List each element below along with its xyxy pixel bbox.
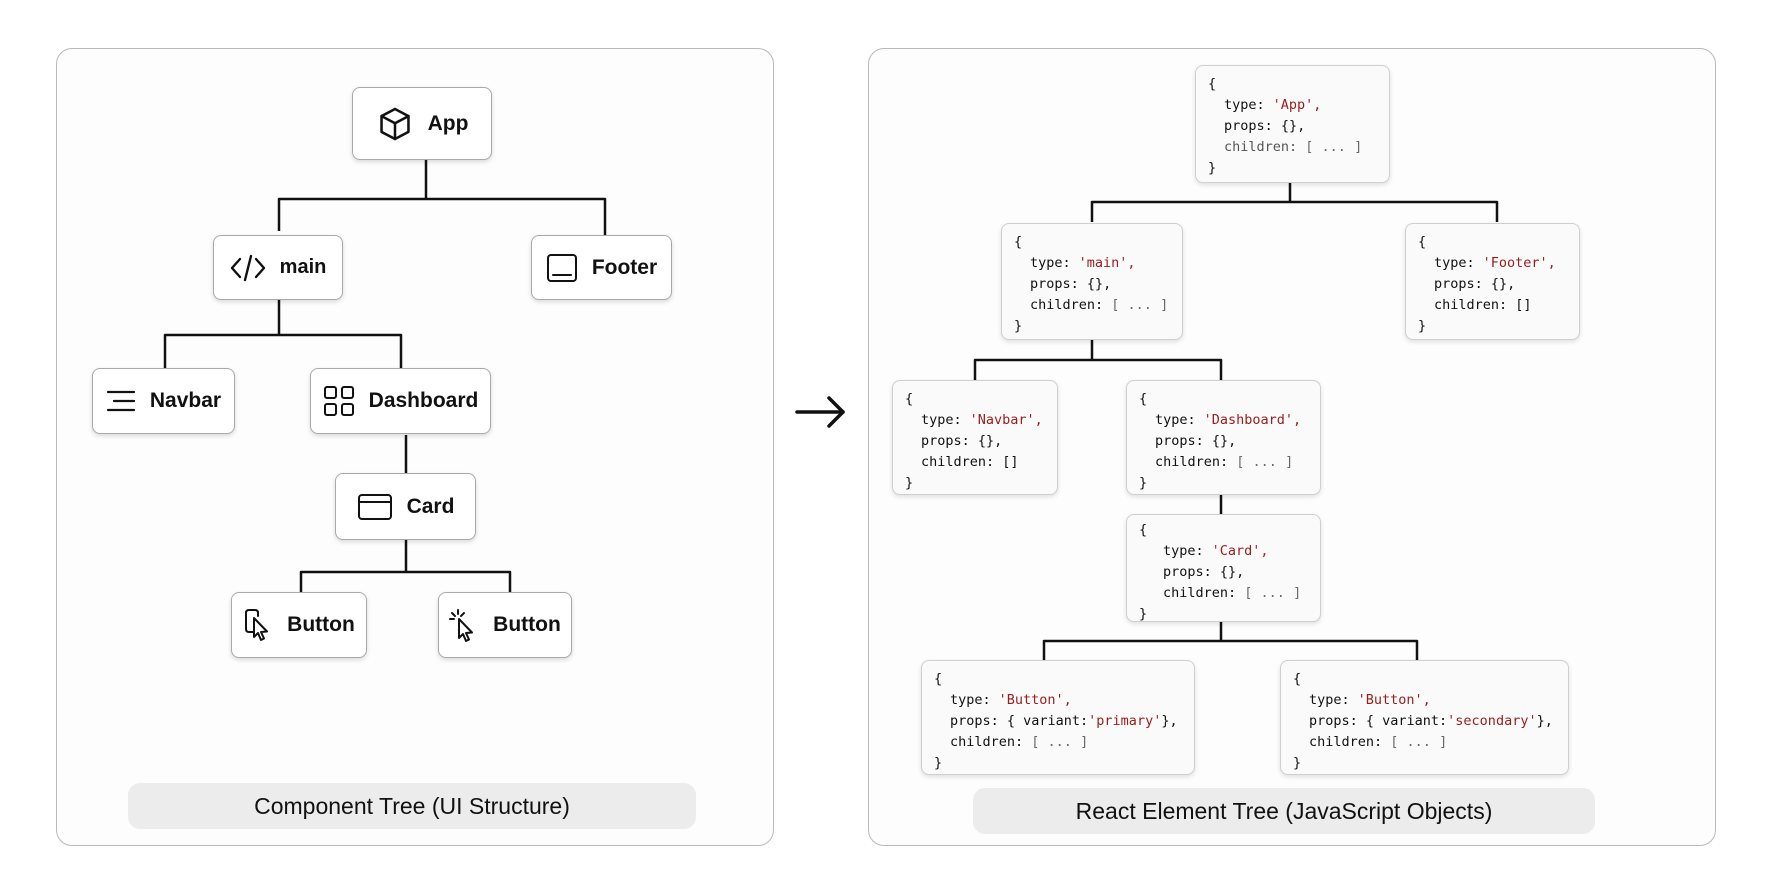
object-type-value: 'Navbar', xyxy=(969,412,1043,428)
element-object-main: { type:'main', props: {}, children: [ ... ]… xyxy=(1001,223,1183,340)
component-label-button-secondary: Button xyxy=(493,613,561,636)
window-icon xyxy=(546,253,578,283)
object-brace-open: { xyxy=(1139,391,1148,407)
object-type-line: type:'Button', xyxy=(950,692,1072,708)
component-label-dashboard: Dashboard xyxy=(368,389,479,412)
element-object-card: { type:'Card', props: {}, children: [ ... ]… xyxy=(1126,514,1321,622)
object-props-line: props: {}, xyxy=(1155,433,1237,449)
component-node-app: App xyxy=(352,87,492,160)
object-brace-open: { xyxy=(1418,234,1427,250)
object-type-line: type:'App', xyxy=(1224,97,1322,113)
object-brace-open: { xyxy=(1014,234,1023,250)
object-type-line: type:'Navbar', xyxy=(921,412,1043,428)
grid-icon xyxy=(323,385,355,417)
object-brace-close: } xyxy=(905,475,914,491)
component-label-navbar: Navbar xyxy=(149,389,222,412)
object-type-line: type:'main', xyxy=(1030,255,1136,271)
object-brace-open: { xyxy=(1208,76,1217,92)
code-icon xyxy=(230,253,266,283)
object-brace-close: } xyxy=(1418,318,1427,334)
object-children-line: children: [ ... ] xyxy=(1224,139,1363,155)
object-brace-open: { xyxy=(934,671,943,687)
object-props-line: props: { variant:'secondary'}, xyxy=(1309,713,1553,729)
right-arrow-icon xyxy=(794,392,848,437)
object-children-line: children: [ ... ] xyxy=(1163,585,1302,601)
object-props-line: props: { variant:'primary'}, xyxy=(950,713,1178,729)
element-object-footer: { type:'Footer', props: {}, children: []} xyxy=(1405,223,1580,340)
object-brace-open: { xyxy=(905,391,914,407)
component-node-button-primary: Button xyxy=(231,592,367,658)
component-node-navbar: Navbar xyxy=(92,368,235,434)
object-brace-close: } xyxy=(1139,606,1148,622)
object-props-line: props: {}, xyxy=(921,433,1003,449)
object-props-line: props: {}, xyxy=(1030,276,1112,292)
object-type-line: type:'Button', xyxy=(1309,692,1431,708)
object-brace-close: } xyxy=(1014,318,1023,334)
object-type-line: type:'Footer', xyxy=(1434,255,1556,271)
object-brace-close: } xyxy=(1293,755,1302,771)
component-node-main: main xyxy=(213,235,343,300)
object-props-line: props: {}, xyxy=(1224,118,1306,134)
menu-lines-icon xyxy=(106,389,136,413)
component-label-app: App xyxy=(427,111,469,135)
object-type-value: 'Button', xyxy=(1357,692,1431,708)
object-variant-value: 'secondary' xyxy=(1447,713,1537,729)
object-children-line: children: [ ... ] xyxy=(1030,297,1169,313)
pointer-sparkle-icon xyxy=(449,608,479,642)
object-brace-close: } xyxy=(934,755,943,771)
component-node-footer: Footer xyxy=(531,235,672,300)
object-brace-close: } xyxy=(1208,160,1217,176)
object-brace-open: { xyxy=(1139,522,1148,538)
component-node-button-secondary: Button xyxy=(438,592,572,658)
object-children-line: children: [] xyxy=(1434,297,1532,313)
cube-icon xyxy=(376,105,414,143)
object-type-value: 'Footer', xyxy=(1482,255,1556,271)
component-label-footer: Footer xyxy=(591,255,658,279)
pointer-click-icon xyxy=(243,608,273,642)
object-type-line: type:'Dashboard', xyxy=(1155,412,1302,428)
object-children-line: children: [ ... ] xyxy=(1309,734,1448,750)
object-brace-open: { xyxy=(1293,671,1302,687)
element-tree-caption: React Element Tree (JavaScript Objects) xyxy=(973,788,1595,834)
component-label-button-primary: Button xyxy=(287,613,355,636)
element-object-button-secondary: { type:'Button', props: { variant:'seconda… xyxy=(1280,660,1569,775)
object-children-line: children: [] xyxy=(921,454,1019,470)
card-icon xyxy=(357,493,393,521)
element-object-navbar: { type:'Navbar', props: {}, children: []} xyxy=(892,380,1058,495)
component-tree-panel xyxy=(56,48,774,846)
object-type-value: 'Button', xyxy=(998,692,1072,708)
object-children-line: children: [ ... ] xyxy=(1155,454,1294,470)
object-children-line: children: [ ... ] xyxy=(950,734,1089,750)
object-type-value: 'main', xyxy=(1078,255,1136,271)
object-props-line: props: {}, xyxy=(1434,276,1516,292)
component-tree-caption: Component Tree (UI Structure) xyxy=(128,783,696,829)
object-props-line: props: {}, xyxy=(1163,564,1245,580)
object-type-line: type:'Card', xyxy=(1163,543,1269,559)
element-object-dashboard: { type:'Dashboard', props: {}, children: [ … xyxy=(1126,380,1321,495)
object-type-value: 'Dashboard', xyxy=(1203,412,1302,428)
component-node-card: Card xyxy=(335,473,476,540)
component-label-main: main xyxy=(279,256,327,278)
component-node-dashboard: Dashboard xyxy=(310,368,491,434)
element-object-app: { type:'App', props: {}, children: [ ... ]} xyxy=(1195,65,1390,183)
object-variant-value: 'primary' xyxy=(1088,713,1162,729)
object-brace-close: } xyxy=(1139,475,1148,491)
element-object-button-primary: { type:'Button', props: { variant:'primary… xyxy=(921,660,1195,775)
object-type-value: 'Card', xyxy=(1211,543,1269,559)
component-label-card: Card xyxy=(406,494,455,518)
object-type-value: 'App', xyxy=(1272,97,1322,113)
